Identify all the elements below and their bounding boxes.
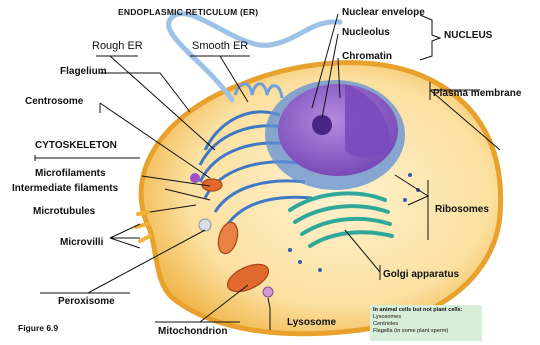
lysosome-shape xyxy=(263,287,273,297)
legend-item: Flagella (in some plant sperm) xyxy=(373,328,479,335)
centrosome-shape xyxy=(190,173,200,183)
nucleolus-label: Nucleolus xyxy=(342,27,390,39)
legend-item: Lysosomes xyxy=(373,314,479,321)
microfilaments-label: Microfilaments xyxy=(35,168,106,180)
golgi-apparatus-label: Golgi apparatus xyxy=(383,269,459,281)
mitochondrion-label: Mitochondrion xyxy=(158,326,227,338)
peroxisome-shape xyxy=(199,219,211,231)
intermediate-filaments-label: Intermediate filaments xyxy=(12,183,118,195)
flagellum-label: Flagelium xyxy=(60,66,107,78)
plasma-membrane-label: Plasma membrane xyxy=(433,88,521,100)
centrosome-label: Centrosome xyxy=(25,96,83,108)
lysosome-label: Lysosome xyxy=(287,317,336,329)
nucleus-title: NUCLEUS xyxy=(444,30,492,42)
nucleus-shape xyxy=(265,80,405,190)
nuclear-envelope-label: Nuclear envelope xyxy=(342,7,425,19)
er-title: ENDOPLASMIC RETICULUM (ER) xyxy=(118,6,258,18)
legend-item: Centrioles xyxy=(373,321,479,328)
chromatin-label: Chromatin xyxy=(342,51,392,63)
peroxisome-label: Peroxisome xyxy=(58,296,115,308)
microvilli-label: Microvilli xyxy=(60,237,103,249)
ribosomes-label: Ribosomes xyxy=(435,204,489,216)
figure-label: Figure 6.9 xyxy=(18,322,58,334)
rough-er-label: Rough ER xyxy=(92,40,143,52)
cytoskeleton-title: CYTOSKELETON xyxy=(35,140,117,152)
microtubules-label: Microtubules xyxy=(33,206,95,218)
smooth-er-label: Smooth ER xyxy=(192,40,248,52)
animal-only-legend: In animal cells but not plant cells: Lys… xyxy=(370,305,482,341)
legend-title: In animal cells but not plant cells: xyxy=(373,307,479,314)
